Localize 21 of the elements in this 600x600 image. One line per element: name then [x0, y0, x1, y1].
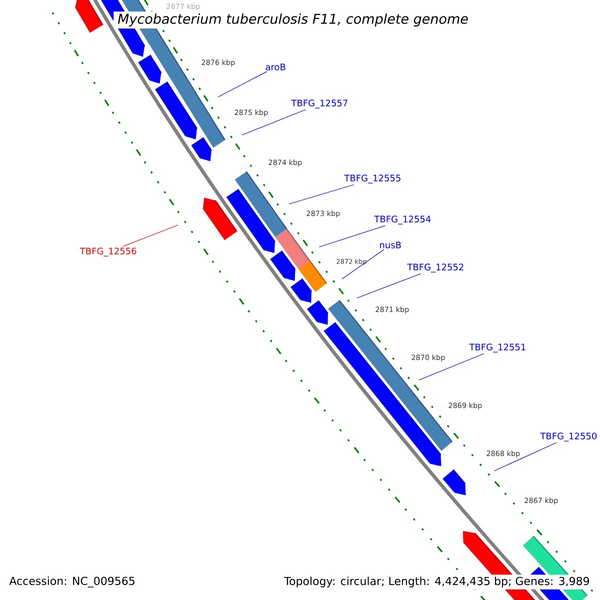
leader-line [288, 184, 354, 204]
leader-line [122, 224, 178, 247]
gene-label: TBFG_12552 [407, 264, 464, 272]
footer-label: Topology: circular; Length: 4,424,435 bp; Genes: 3,989 [282, 574, 592, 590]
gene-label: aroB [266, 64, 286, 70]
gene-label: TBFG_12551 [469, 344, 526, 352]
gene-label: TBFG_12550 [540, 432, 597, 442]
gene-label: TBFG_12555 [344, 174, 400, 184]
gene-label: TBFG_12554 [374, 216, 431, 224]
leader-line [318, 225, 386, 248]
footer-label: Accession: NC_009565 [7, 574, 138, 590]
leader-line [356, 273, 422, 298]
gene-label: nusB [380, 242, 401, 248]
gene-label: TBFG_12556 [80, 248, 136, 256]
leader-line [218, 71, 268, 98]
gene-label: TBFG_12557 [291, 100, 348, 108]
leader-line [494, 442, 557, 472]
leader-line [242, 109, 306, 136]
title: Mycobacterium tuberculosis F11, complete genome [114, 11, 472, 29]
leader-line [342, 249, 384, 280]
leader-line [418, 353, 484, 380]
